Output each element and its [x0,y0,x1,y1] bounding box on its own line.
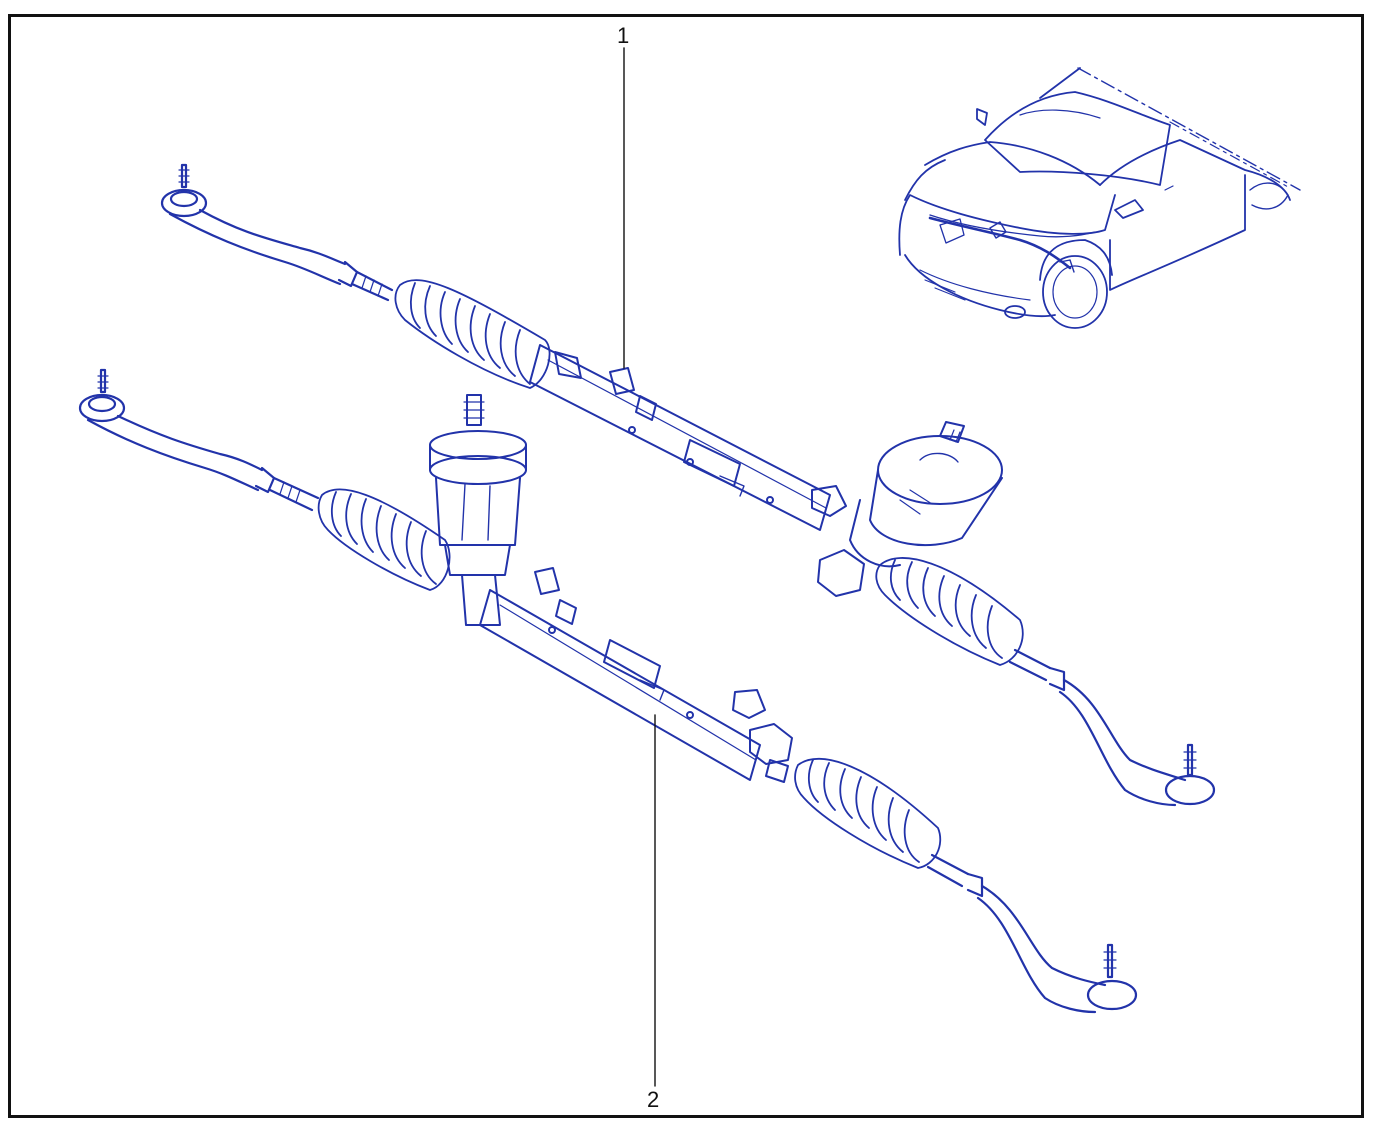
callout-label-1: 1 [617,23,630,48]
diagram-frame [8,14,1364,1118]
rack-1-left-bellows [394,279,551,389]
callout-label-2: 2 [647,1087,660,1112]
rack-2-right-bellows [794,757,942,869]
rack-2-left-tie-rod-end [78,368,320,512]
steering-rack-1 [160,163,1216,807]
rack-2-right-tie-rod-end [926,853,1138,1014]
rack-1-left-tie-rod-end [160,163,394,302]
steering-rack-2 [78,368,1138,1014]
rack-1-right-bellows [875,557,1024,666]
vehicle-location-inset [898,67,1301,329]
callout-leaders [623,47,656,1087]
rack-2-left-bellows [317,488,451,591]
rack-2-electric-motor [429,394,527,626]
rack-1-right-tie-rod-end [1008,648,1216,807]
rack-2-housing [479,567,793,783]
rack-1-housing [529,344,865,597]
rack-1-pump [849,421,1003,568]
